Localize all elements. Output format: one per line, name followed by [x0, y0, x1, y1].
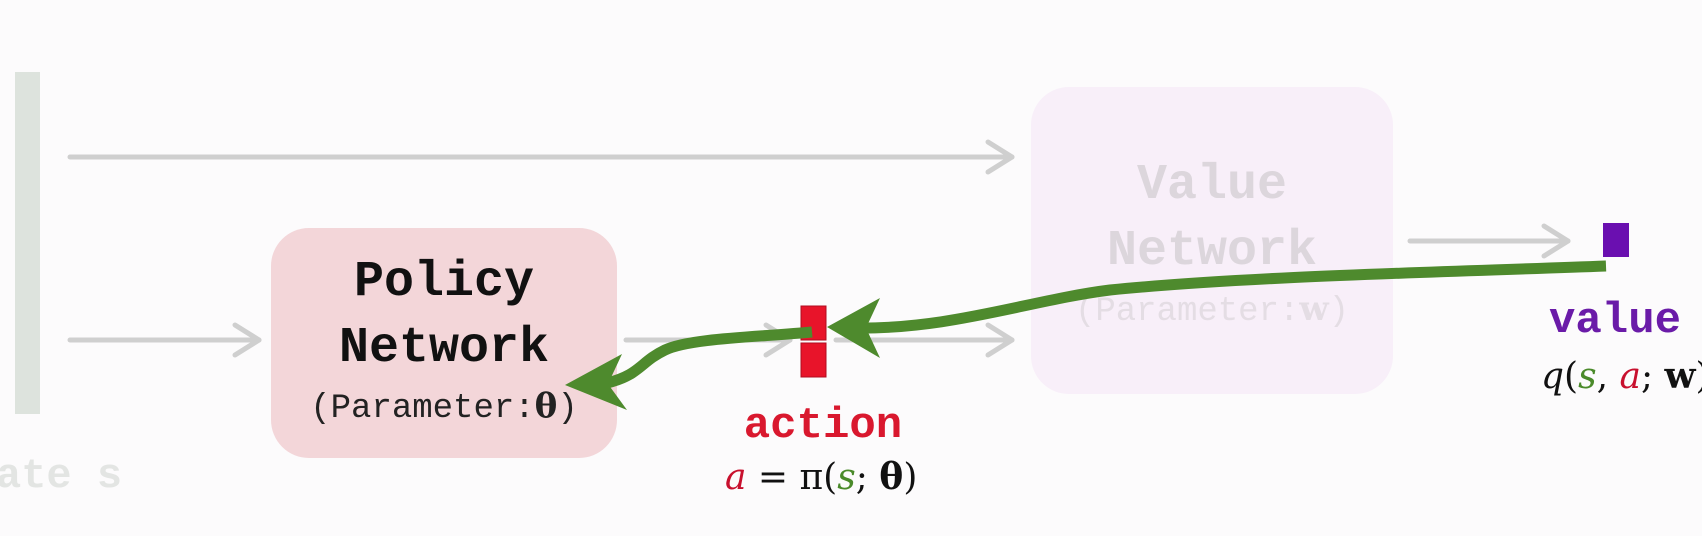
feedback-arrowhead-action: [827, 298, 880, 358]
action-vector-bottom: [800, 342, 827, 378]
action-formula-close: ): [903, 457, 918, 498]
action-symbol-a: a: [725, 457, 747, 498]
value-title-line1: Value: [1136, 157, 1288, 214]
action-formula-eq: = π(: [746, 457, 838, 498]
policy-network-parameter: (Parameter:θ): [271, 384, 617, 431]
policy-param-suffix: ): [557, 390, 578, 428]
action-to-value-arrowhead: [985, 322, 1015, 358]
value-title-line2: Network: [1106, 223, 1318, 280]
action-label: action: [743, 401, 903, 451]
value-symbol-s: s: [1578, 356, 1597, 397]
state-to-policy-arrowhead: [232, 322, 262, 358]
policy-title-line2: Network: [338, 320, 550, 377]
value-formula-close: ): [1696, 356, 1702, 397]
policy-network-title: Policy Network: [271, 228, 617, 382]
value-formula-open: (: [1564, 356, 1579, 397]
value-network-parameter: (Parameter:w): [1031, 287, 1393, 334]
action-formula: a = π(s; θ): [725, 456, 917, 498]
value-network-title: Value Network: [1031, 87, 1393, 285]
value-formula: q(s, a; w): [1541, 355, 1702, 397]
action-vector-top: [800, 305, 827, 341]
value-network-box: Value Network (Parameter:w): [1031, 87, 1393, 394]
value-param-prefix: (Parameter:: [1074, 293, 1300, 331]
value-network-to-output-arrowhead: [1541, 223, 1571, 259]
action-symbol-s: s: [837, 457, 856, 498]
value-formula-sep: ;: [1640, 356, 1665, 397]
value-symbol-a: a: [1619, 356, 1641, 397]
value-output-square: [1603, 223, 1629, 257]
value-label: value: [1548, 296, 1682, 346]
w-symbol: w: [1299, 289, 1329, 329]
policy-title-line1: Policy: [353, 254, 535, 311]
value-formula-comma: ,: [1596, 356, 1620, 397]
state-vector: [15, 72, 40, 414]
feedback-curve-action-to-policy: [605, 326, 813, 389]
policy-network-box: Policy Network (Parameter:θ): [271, 228, 617, 458]
action-symbol-theta: θ: [879, 456, 904, 498]
action-formula-sep: ;: [855, 457, 880, 498]
feedback-arrowhead-policy: [565, 354, 627, 410]
state-label: ate s: [0, 452, 123, 500]
value-symbol-q: q: [1541, 356, 1565, 397]
policy-param-prefix: (Parameter:: [310, 390, 535, 428]
value-param-suffix: ): [1328, 293, 1350, 331]
theta-symbol: θ: [534, 386, 558, 426]
state-to-value-arrowhead: [985, 139, 1015, 175]
feedback-curve-value-to-action: [851, 260, 1607, 334]
value-symbol-w: w: [1664, 355, 1696, 397]
